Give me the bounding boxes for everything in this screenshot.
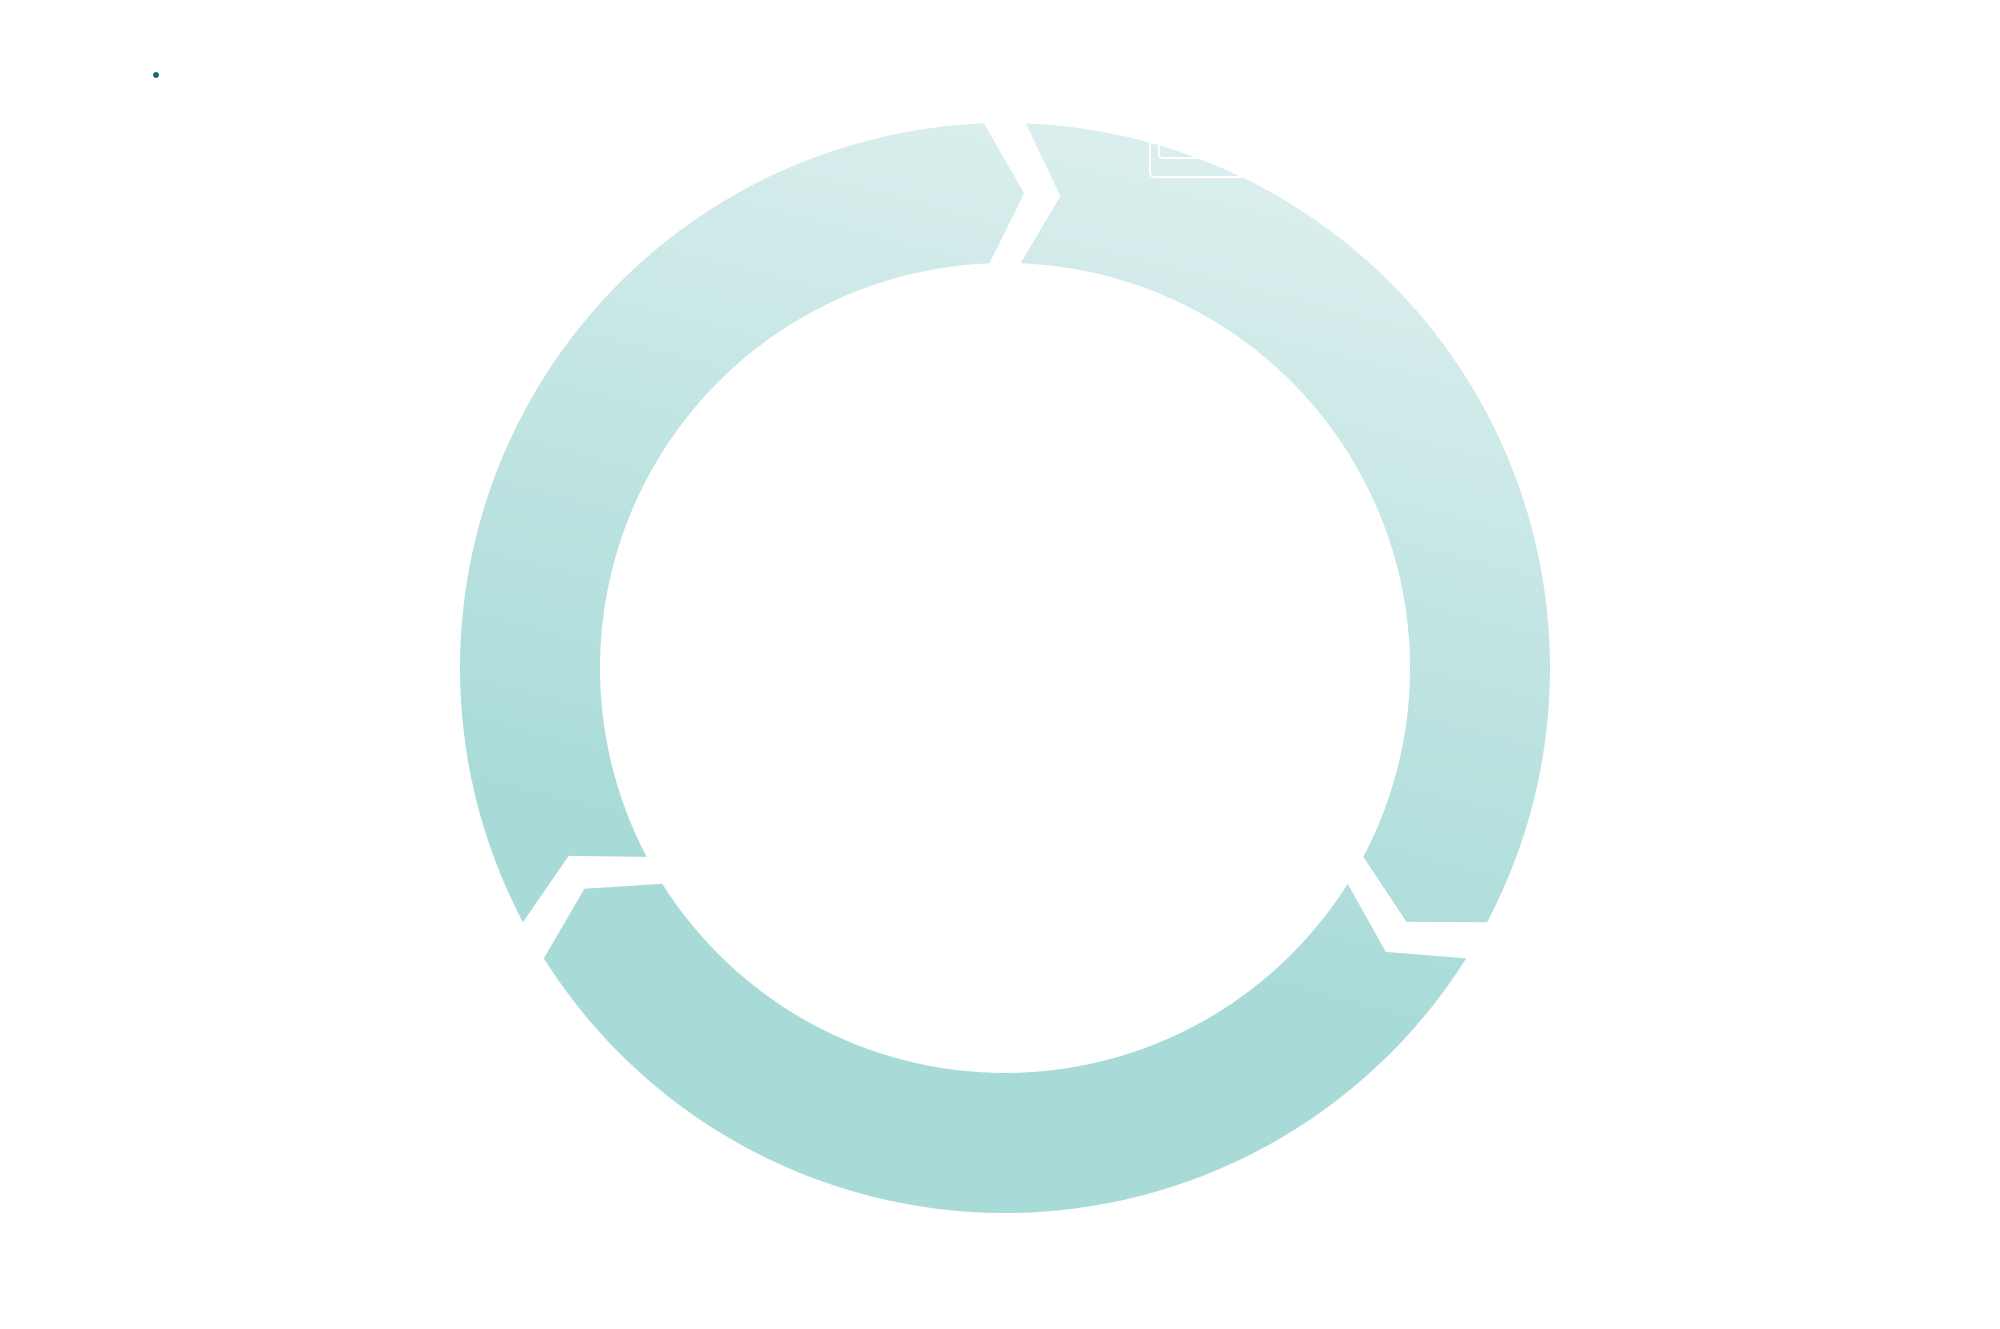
cycle-segment-1 xyxy=(1020,123,1551,923)
cycle-segments xyxy=(459,123,1551,1214)
document-stack-icon xyxy=(1149,130,1245,178)
cycle-segment-3 xyxy=(459,123,1025,923)
bullet-dot-icon xyxy=(153,72,159,78)
cycle-segment-2 xyxy=(543,883,1467,1214)
